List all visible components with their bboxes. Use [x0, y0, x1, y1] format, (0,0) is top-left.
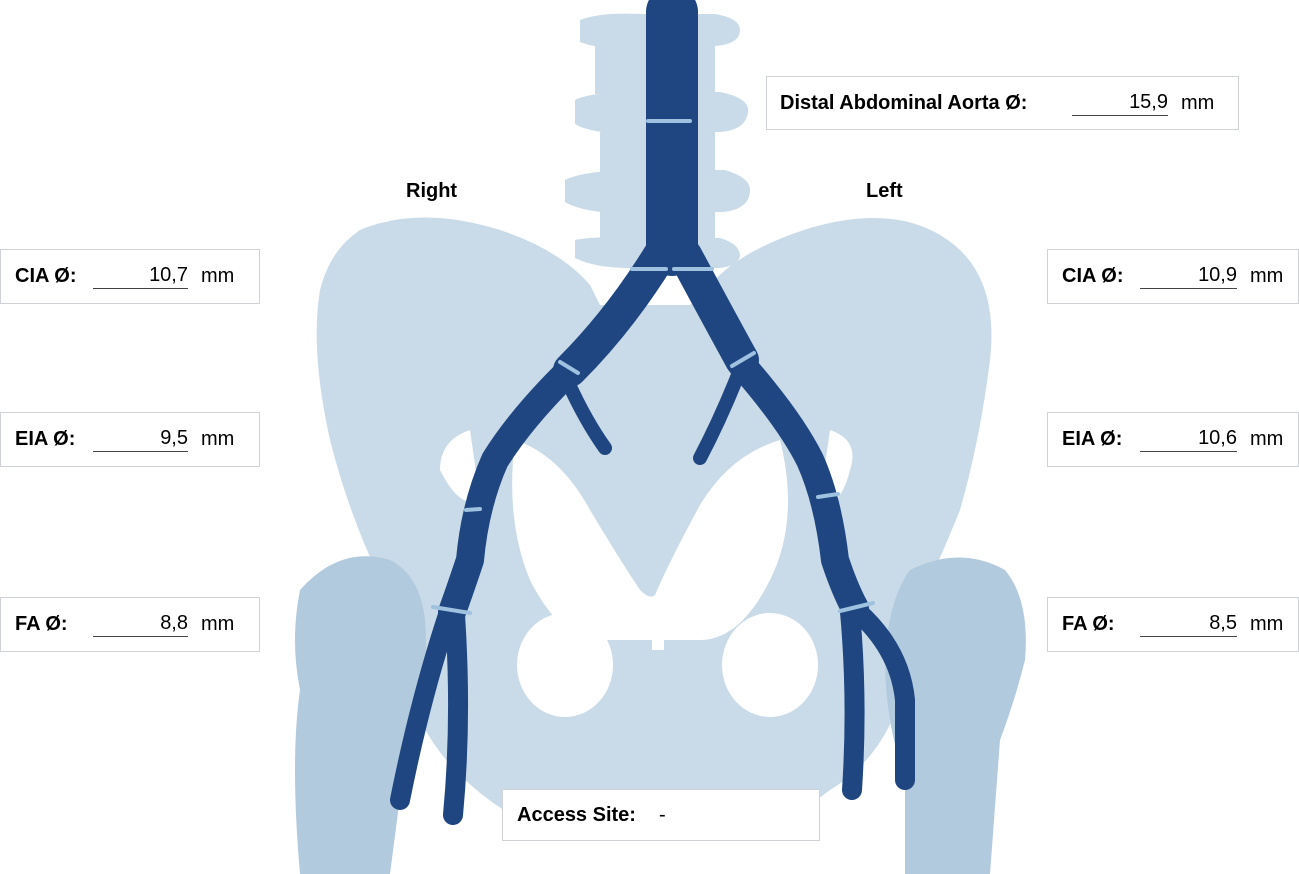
right-side-label: Right [406, 180, 457, 203]
right-fa-diameter-input[interactable]: 8,8 [93, 612, 188, 637]
right-fa-measurement-box: FA Ø: 8,8 mm [0, 597, 260, 652]
right-fa-unit: mm [201, 613, 234, 636]
left-femoral-vessel-1 [850, 612, 855, 790]
left-cia-measurement-box: CIA Ø: 10,9 mm [1047, 249, 1299, 304]
right-eia-measurement-box: EIA Ø: 9,5 mm [0, 412, 260, 467]
aorta-label: Distal Abdominal Aorta Ø: [780, 92, 1027, 115]
left-side-label: Left [866, 180, 903, 203]
right-cia-diameter-input[interactable]: 10,7 [93, 264, 188, 289]
left-eia-measurement-box: EIA Ø: 10,6 mm [1047, 412, 1299, 467]
left-eia-unit: mm [1250, 428, 1283, 451]
left-fa-measurement-box: FA Ø: 8,5 mm [1047, 597, 1299, 652]
right-cia-measurement-box: CIA Ø: 10,7 mm [0, 249, 260, 304]
aorta-measurement-box: Distal Abdominal Aorta Ø: 15,9 mm [766, 76, 1239, 130]
aorta-diameter-input[interactable]: 15,9 [1072, 91, 1168, 116]
right-fa-label: FA Ø: [15, 613, 68, 636]
left-cia-label: CIA Ø: [1062, 265, 1123, 288]
right-eia-diameter-input[interactable]: 9,5 [93, 427, 188, 452]
right-cia-unit: mm [201, 265, 234, 288]
left-cia-diameter-input[interactable]: 10,9 [1140, 264, 1237, 289]
left-eia-diameter-input[interactable]: 10,6 [1140, 427, 1237, 452]
left-cia-unit: mm [1250, 265, 1283, 288]
left-fa-label: FA Ø: [1062, 613, 1115, 636]
left-fa-unit: mm [1250, 613, 1283, 636]
left-fa-diameter-input[interactable]: 8,5 [1140, 612, 1237, 637]
right-cia-label: CIA Ø: [15, 265, 76, 288]
access-site-box: Access Site: - [502, 789, 820, 841]
right-femoral-vessel-2 [453, 615, 458, 815]
left-eia-label: EIA Ø: [1062, 428, 1122, 451]
access-site-value[interactable]: - [659, 804, 666, 827]
right-eia-label: EIA Ø: [15, 428, 75, 451]
right-eia-unit: mm [201, 428, 234, 451]
access-site-label: Access Site: [517, 804, 636, 827]
aorta-unit: mm [1181, 92, 1214, 115]
